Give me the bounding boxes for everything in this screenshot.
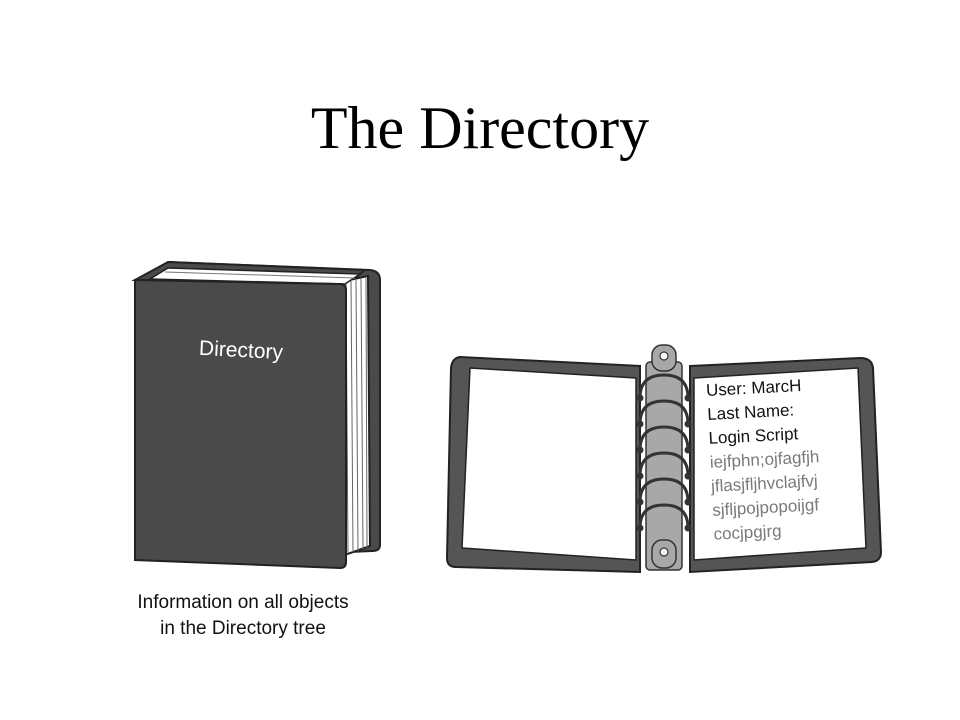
binder-line-last-name: Last Name:	[707, 400, 795, 424]
binder-line-login-script: Login Script	[708, 424, 799, 448]
binder-spine	[645, 344, 683, 571]
book-caption-line-2: in the Directory tree	[160, 618, 326, 639]
binder-line-user: User: MarcH	[706, 376, 802, 400]
binder-line-script-4: cocjpgjrg	[713, 521, 782, 544]
binder-left-page	[461, 367, 637, 561]
binder-right-page	[693, 367, 867, 561]
book-cover	[134, 278, 347, 570]
book-cover-label: Directory	[198, 337, 284, 364]
binder-ring-holes	[636, 394, 692, 532]
binder-illustration: User: MarcH Last Name: Login Script iejf…	[445, 344, 883, 574]
binder-rings	[638, 373, 690, 529]
slide-title: The Directory	[310, 95, 650, 161]
book-caption-line-1: Information on all objects	[137, 592, 348, 613]
book-illustration: Directory	[131, 260, 381, 570]
